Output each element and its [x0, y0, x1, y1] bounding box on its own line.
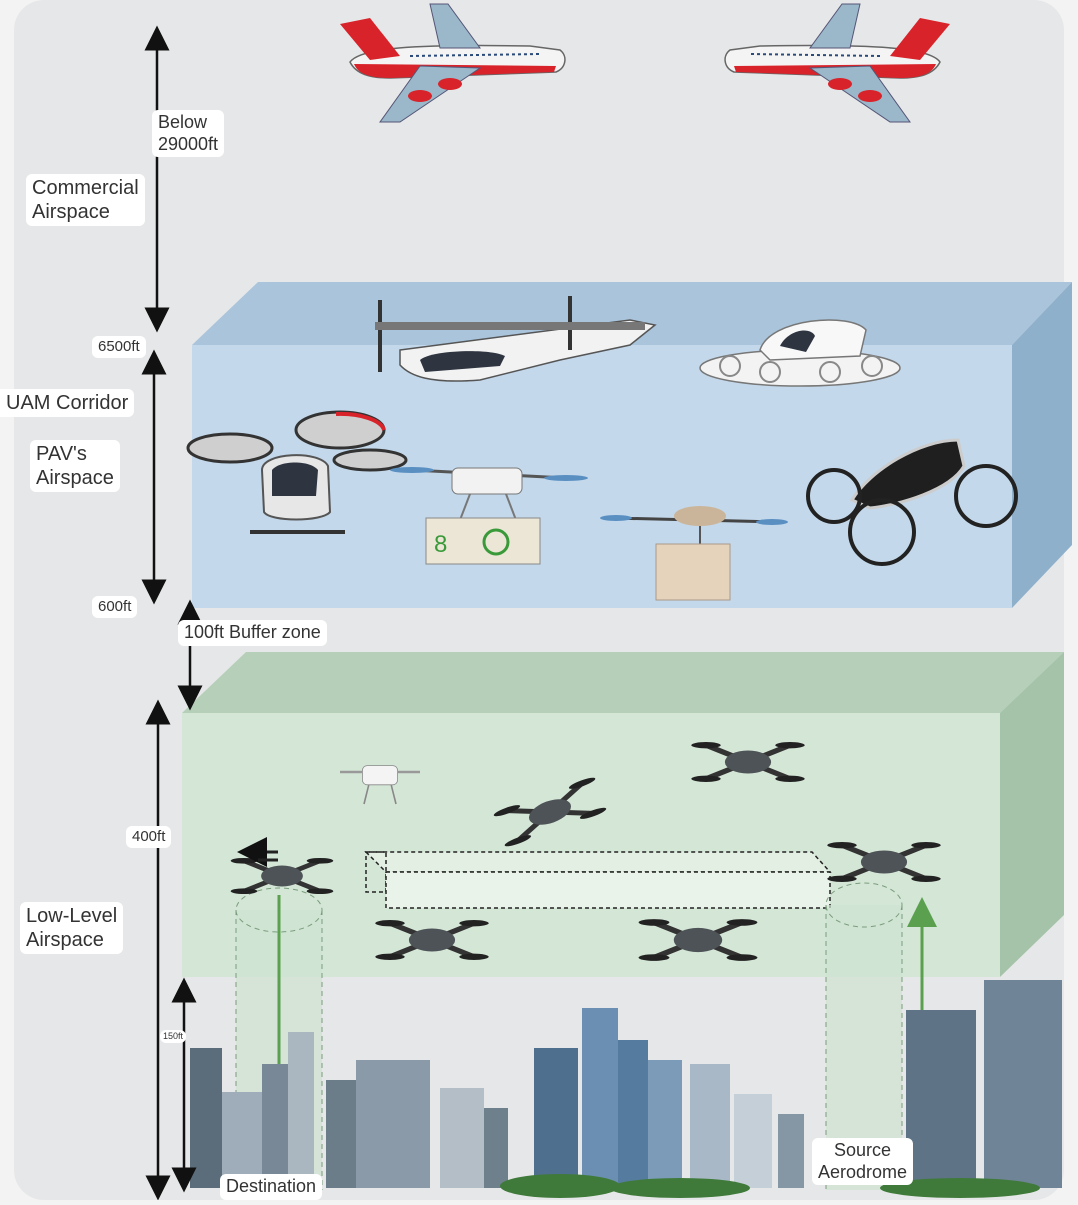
- building-height-label: 150ft: [160, 1030, 187, 1043]
- passenger-drone-icon: [186, 410, 408, 534]
- evtol-aircraft-icon: [375, 296, 657, 382]
- delivery-drone-icon: 8: [390, 467, 588, 565]
- passenger-drone-icon: [699, 319, 901, 387]
- svg-text:8: 8: [434, 531, 447, 558]
- direction-arrow-icon: [237, 837, 278, 867]
- passenger-drone-icon: [806, 438, 1018, 566]
- low-level-airspace-label: Low-Level Airspace: [20, 902, 124, 954]
- drone-corridor-route: [364, 851, 832, 909]
- uam-bottom-altitude-label: 600ft: [92, 596, 138, 618]
- source-aerodrome-label: Source Aerodrome: [812, 1138, 914, 1186]
- city-skyline-icon: [190, 980, 1062, 1198]
- commercial-airspace-label: Commercial Airspace: [26, 174, 145, 226]
- pav-airspace-label: PAV's Airspace: [30, 440, 120, 492]
- commercial-ceiling-label: Below 29000ft: [152, 110, 225, 158]
- destination-label: Destination: [220, 1174, 323, 1200]
- buffer-zone-label: 100ft Buffer zone: [178, 620, 327, 646]
- quadcopter-drone-icon: [339, 765, 421, 805]
- uam-top-altitude-label: 6500ft: [92, 336, 146, 358]
- low-level-height-label: 400ft: [126, 826, 172, 848]
- delivery-drone-icon: [600, 506, 788, 601]
- uam-corridor-label: UAM Corridor: [0, 389, 135, 417]
